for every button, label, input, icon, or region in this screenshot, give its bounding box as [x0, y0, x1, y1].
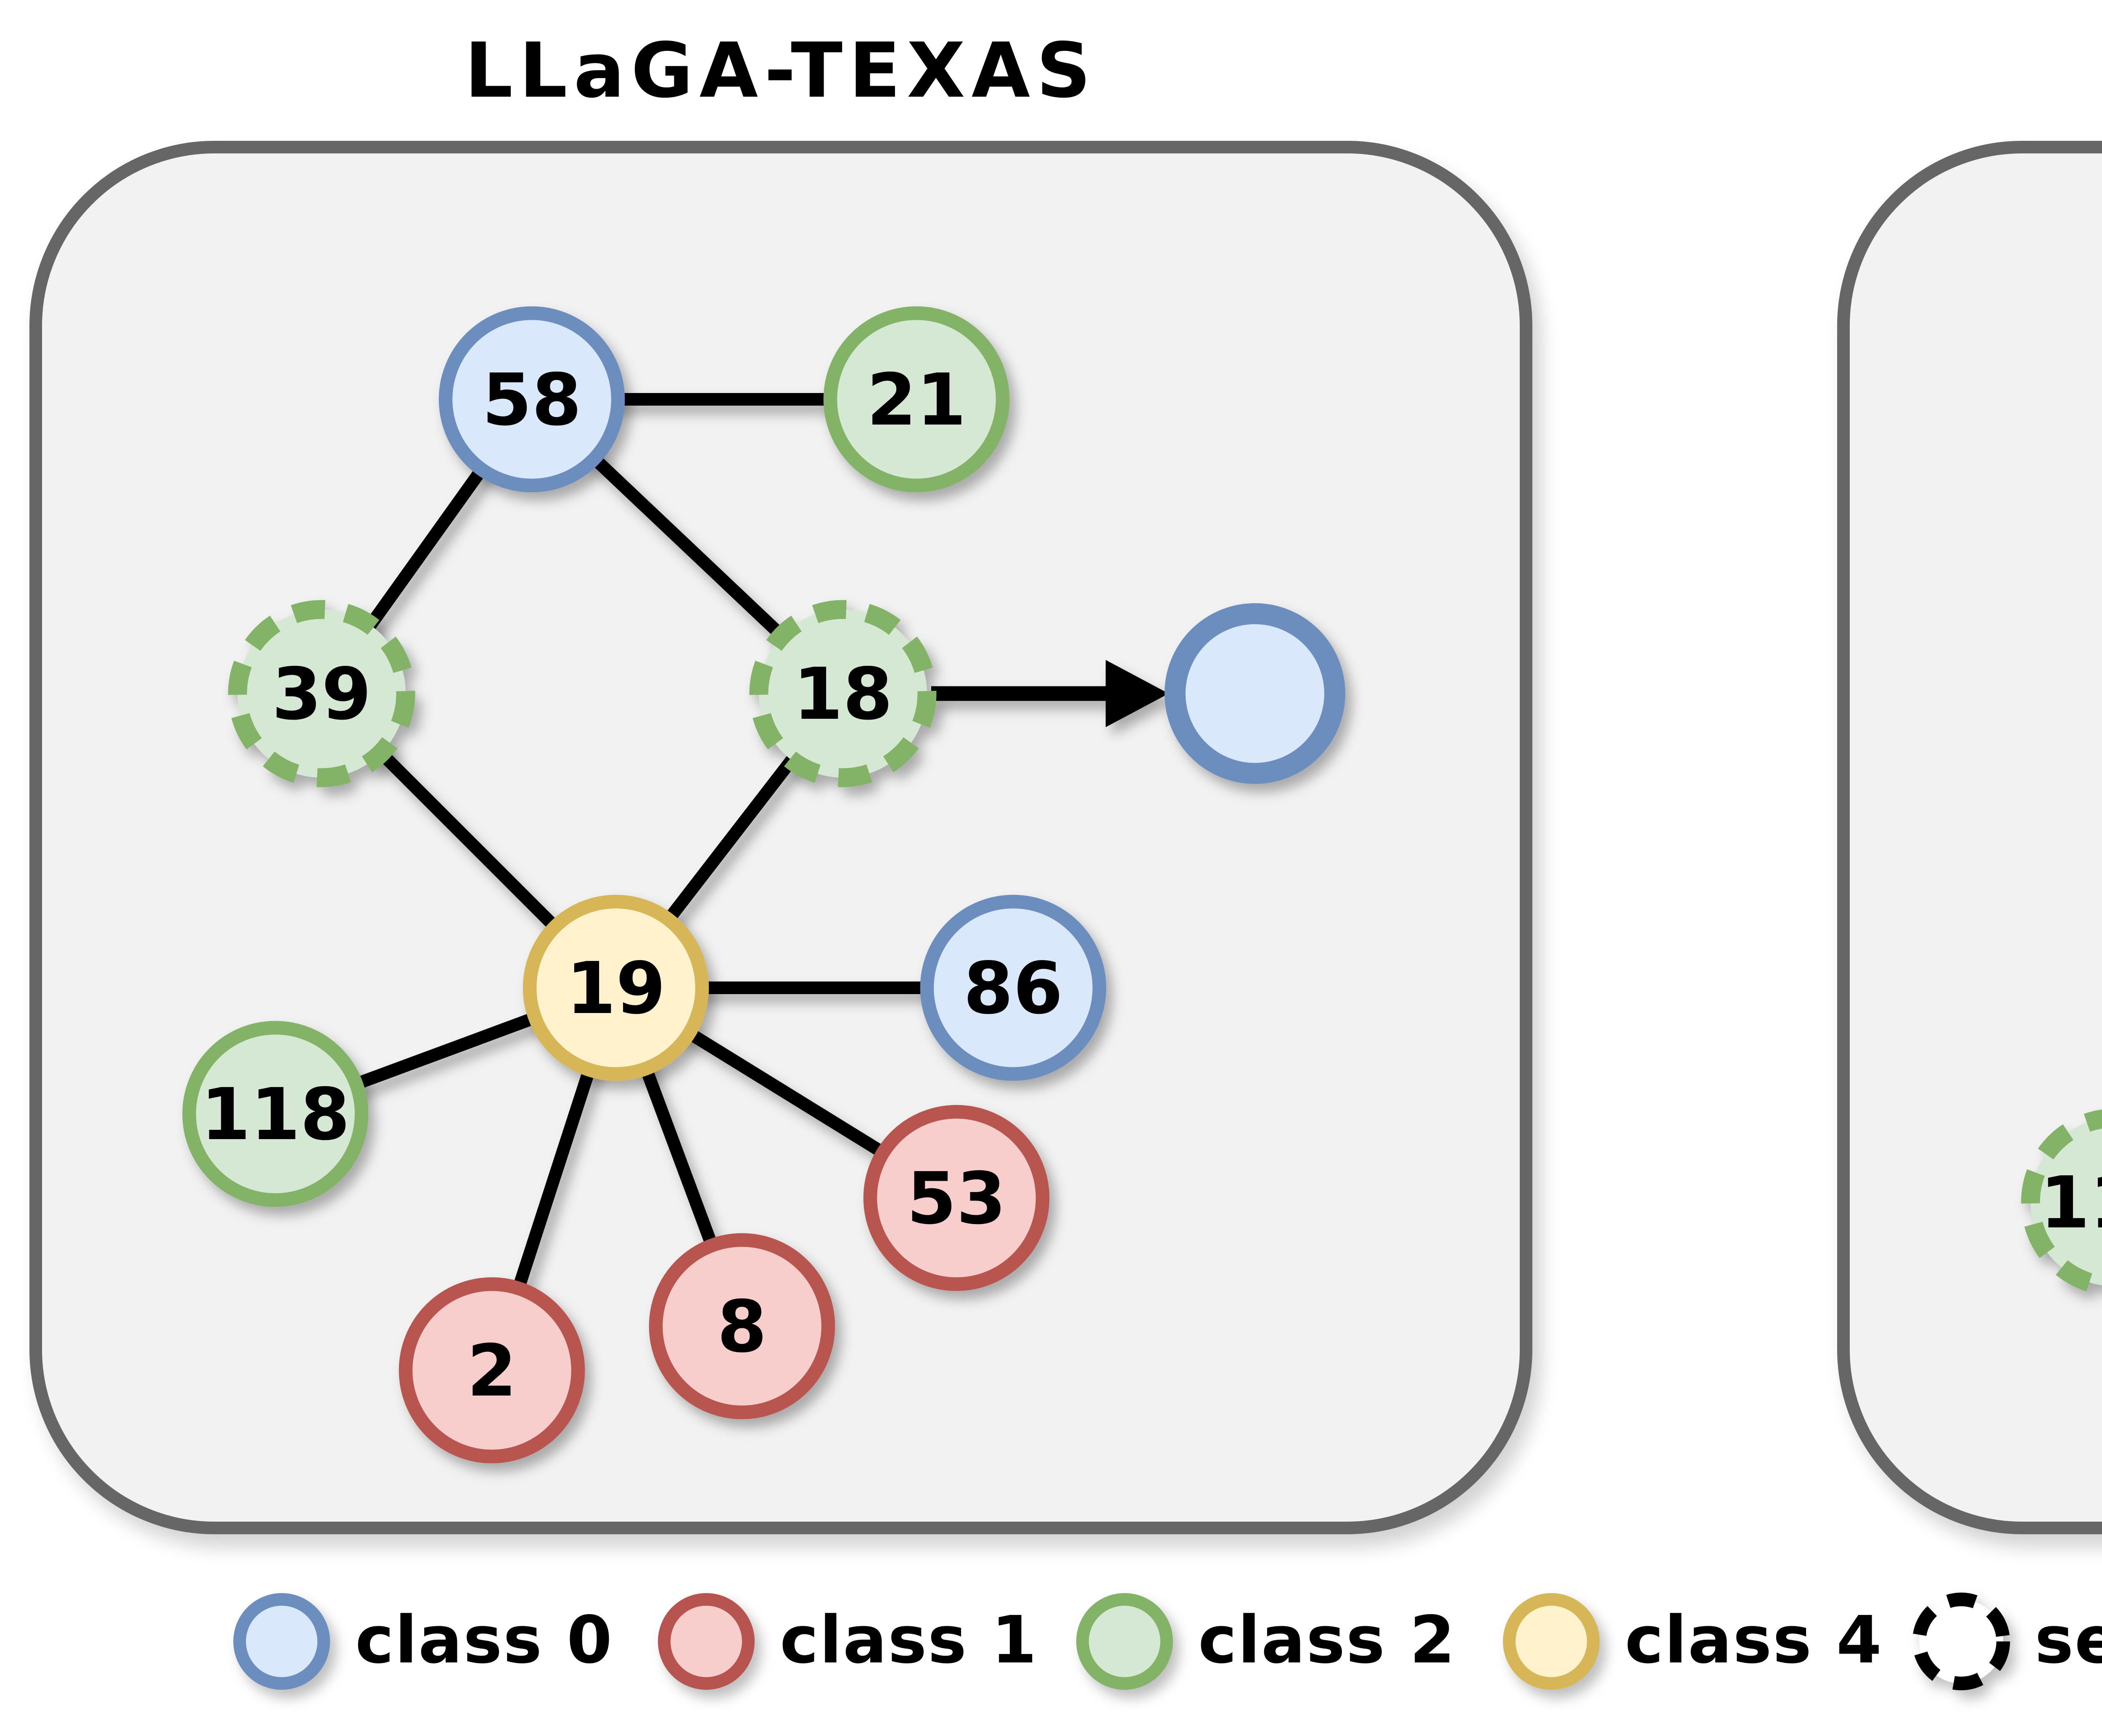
legend-label-class2: class 2 — [1198, 1604, 1456, 1679]
legend-label-selected-nodes: selected nodes — [2035, 1604, 2102, 1679]
legend-item-class4: class 4 — [1501, 1587, 1883, 1696]
legend-item-class2: class 2 — [1074, 1587, 1456, 1696]
legend-item-class1: class 1 — [656, 1587, 1038, 1696]
class1-node-icon — [658, 1593, 755, 1690]
panel-title-texas: LLaGA-TEXAS — [465, 29, 1097, 116]
class4-node-icon — [1503, 1593, 1600, 1690]
legend-label-class1: class 1 — [780, 1604, 1038, 1679]
legend-label-class4: class 4 — [1625, 1604, 1883, 1679]
legend-item-class0: class 0 — [231, 1587, 613, 1696]
selected-node-dashed-icon — [1912, 1592, 2010, 1691]
legend-item-selected-nodes: selected nodes — [1911, 1587, 2102, 1696]
class2-node-icon — [1076, 1593, 1173, 1690]
legend-label-class0: class 0 — [355, 1604, 613, 1679]
class0-node-icon — [233, 1593, 330, 1690]
